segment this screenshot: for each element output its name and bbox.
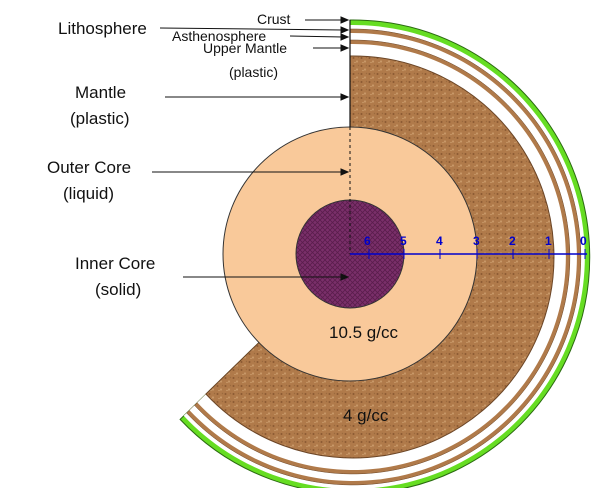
- scale-tick-0: 0: [580, 234, 587, 248]
- label-inner-core-state: (solid): [95, 280, 141, 299]
- scale-tick-6: 6: [364, 234, 371, 248]
- scale-ticks: [368, 249, 586, 259]
- label-upper-mantle-state: (plastic): [229, 64, 278, 80]
- label-mantle: Mantle: [75, 83, 126, 102]
- label-lithosphere: Lithosphere: [58, 19, 147, 38]
- label-mantle-state: (plastic): [70, 109, 130, 128]
- scale-tick-1: 1: [545, 234, 552, 248]
- leader-lines: [152, 16, 350, 281]
- scale-tick-2: 2: [509, 234, 516, 248]
- scale-tick-5: 5: [400, 234, 407, 248]
- label-inner-core: Inner Core: [75, 254, 155, 273]
- scale-tick-3: 3: [473, 234, 480, 248]
- scale-tick-4: 4: [436, 234, 443, 248]
- density-mantle: 4 g/cc: [343, 406, 389, 425]
- label-crust: Crust: [257, 11, 291, 27]
- label-upper-mantle: Upper Mantle: [203, 40, 287, 56]
- label-asthenosphere: Asthenosphere: [172, 28, 266, 44]
- label-outer-core: Outer Core: [47, 158, 131, 177]
- label-outer-core-state: (liquid): [63, 184, 114, 203]
- density-core: 10.5 g/cc: [329, 323, 398, 342]
